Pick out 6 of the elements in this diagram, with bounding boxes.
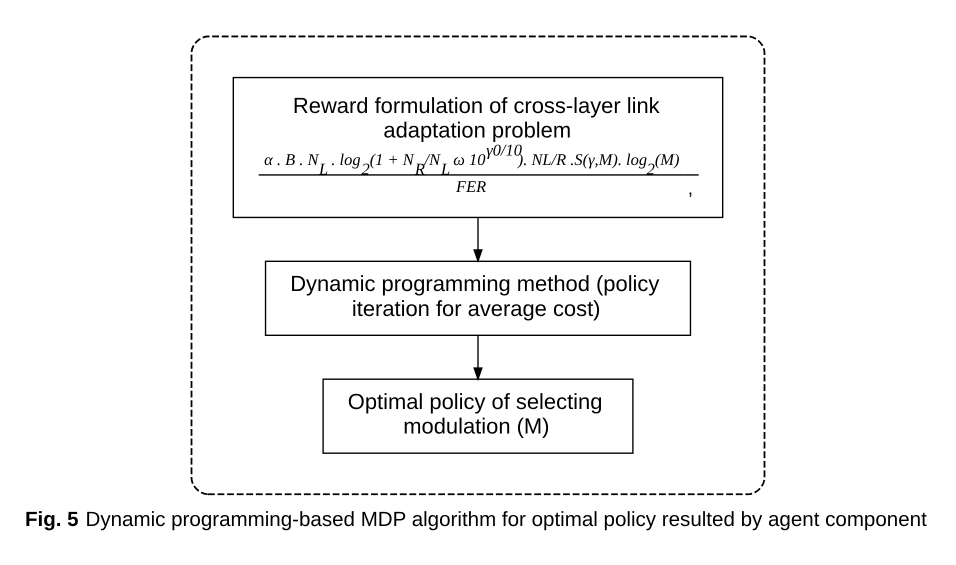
node-box: Optimal policy of selecting modulation (M) [322, 378, 634, 454]
cluster [190, 36, 766, 496]
arrow [473, 218, 483, 263]
caption: Fig. 5 Dynamic programming-based MDP algorithm for optimal policy resulted by agent component [24, 508, 927, 531]
arrow [473, 335, 483, 382]
node-box: Dynamic programming method (policy iteration for average cost) [264, 260, 692, 336]
